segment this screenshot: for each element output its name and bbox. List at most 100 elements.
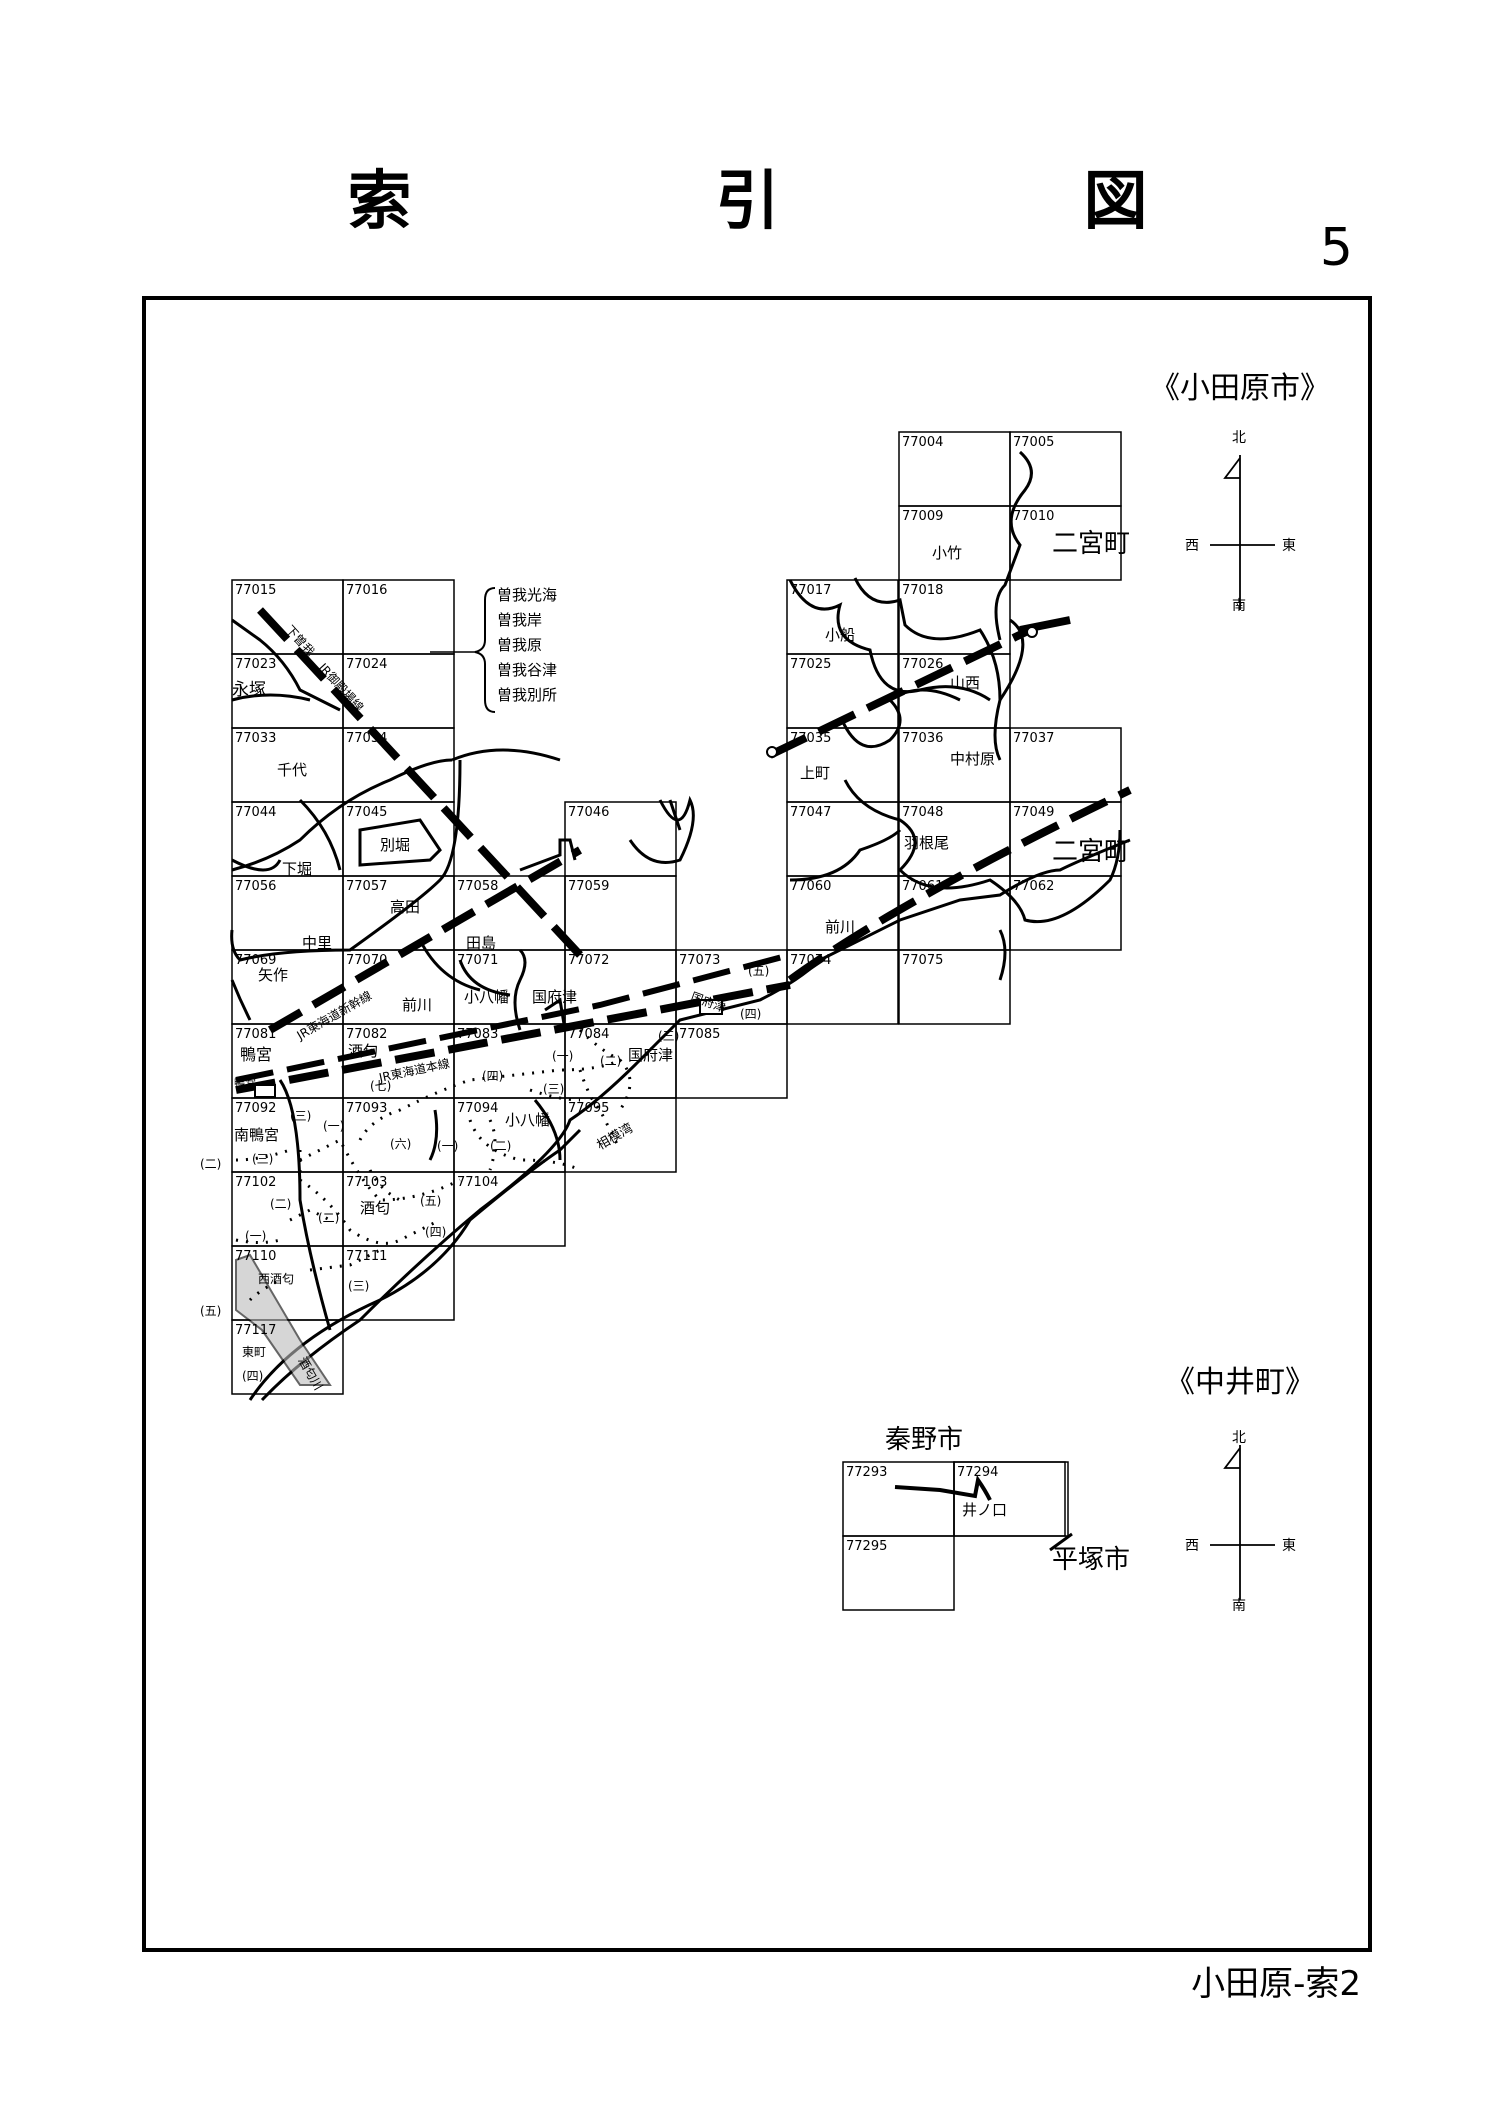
sheet-number: 77016 <box>346 583 387 598</box>
sheet-number: 77092 <box>235 1101 276 1116</box>
map-label: 永塚 <box>232 680 266 700</box>
map-label: 《中井町》 <box>1165 1365 1315 1400</box>
map-sheet-cell[interactable] <box>675 1023 788 1099</box>
sheet-number: 77057 <box>346 879 387 894</box>
map-label: (三) <box>252 1152 273 1166</box>
map-sheet-cell[interactable] <box>342 1245 455 1321</box>
map-label: 田島 <box>466 934 496 952</box>
map-sheet-cell[interactable] <box>953 1461 1069 1537</box>
map-label: 別堀 <box>380 836 410 854</box>
map-label: 西酒匂 <box>258 1272 294 1286</box>
map-label: (六) <box>390 1137 411 1151</box>
map-label: 前川 <box>825 918 855 936</box>
map-label: 中村原 <box>950 750 995 768</box>
map-sheet-cell[interactable] <box>842 1535 955 1611</box>
sheet-number: 77061 <box>902 879 943 894</box>
sheet-number: 77069 <box>235 953 276 968</box>
sheet-number: 77047 <box>790 805 831 820</box>
map-label: (四) <box>740 1007 761 1021</box>
sheet-number: 77023 <box>235 657 276 672</box>
map-label: 平塚市 <box>1052 1545 1130 1575</box>
map-frame <box>142 296 1372 1952</box>
map-label: (七) <box>370 1079 391 1093</box>
sheet-number: 77060 <box>790 879 831 894</box>
map-label: (二) <box>318 1211 339 1225</box>
sheet-number: 77095 <box>568 1101 609 1116</box>
sheet-number: 77025 <box>790 657 831 672</box>
map-label: 中里 <box>302 934 332 952</box>
map-label: (一) <box>437 1139 458 1153</box>
map-label: (二) <box>200 1157 221 1171</box>
page-title: 索 引 図 <box>347 165 1268 239</box>
sheet-number: 77293 <box>846 1465 887 1480</box>
map-label: 小船 <box>825 626 855 644</box>
map-label: (四) <box>482 1069 503 1083</box>
sheet-number: 77117 <box>235 1323 276 1338</box>
map-label: 相模湾 <box>594 1120 636 1153</box>
nakai-boundary <box>894 1474 992 1501</box>
sheet-number: 77094 <box>457 1101 498 1116</box>
map-label: 東 <box>1282 1538 1296 1554</box>
soga-brace <box>474 587 496 713</box>
map-label: 曽我岸 <box>497 611 542 629</box>
sheet-number: 77046 <box>568 805 609 820</box>
compass-rose-nakai <box>1210 1445 1275 1600</box>
sheet-number: 77005 <box>1013 435 1054 450</box>
map-label: 曽我別所 <box>497 686 557 704</box>
sheet-number: 77070 <box>346 953 387 968</box>
sheet-number: 77083 <box>457 1027 498 1042</box>
map-label: 小八幡 <box>464 988 509 1006</box>
map-sheet-cell[interactable] <box>453 1171 566 1247</box>
compass-rose-odawara <box>1210 455 1275 610</box>
map-label: (一) <box>323 1119 344 1133</box>
map-label: 国府津 <box>628 1046 673 1064</box>
map-label: 北 <box>1232 430 1246 446</box>
map-label: (四) <box>242 1369 263 1383</box>
map-label: (三) <box>290 1109 311 1123</box>
map-label: (二) <box>490 1139 511 1153</box>
map-label: 羽根尾 <box>904 834 949 852</box>
sheet-number: 77010 <box>1013 509 1054 524</box>
map-labels: 《小田原市》《中井町》北南西東北南西東曽我光海曽我岸曽我原曽我谷津曽我別所小竹二… <box>200 371 1330 1614</box>
map-label: (二) <box>600 1054 621 1068</box>
map-label: 国府津 <box>532 988 577 1006</box>
map-label: 二宮町 <box>1052 529 1130 559</box>
map-label: 千代 <box>277 761 307 779</box>
map-label: 二宮町 <box>1052 837 1130 867</box>
sheet-number: 77071 <box>457 953 498 968</box>
sheet-number: 77033 <box>235 731 276 746</box>
sheet-number: 77049 <box>1013 805 1054 820</box>
map-label: 酒匂 <box>360 1199 390 1217</box>
map-label: 井ノ口 <box>962 1501 1007 1519</box>
sheet-number: 77062 <box>1013 879 1054 894</box>
sheet-number: 77059 <box>568 879 609 894</box>
sheet-number: 77017 <box>790 583 831 598</box>
map-sheet-cell[interactable] <box>1009 875 1122 951</box>
map-label: 山西 <box>950 674 980 692</box>
map-label: 酒匂 <box>348 1042 378 1060</box>
map-label: 下堀 <box>282 860 312 878</box>
map-label: (一) <box>245 1229 266 1243</box>
map-sheet-cell[interactable] <box>898 949 1011 1025</box>
sheet-number: 77056 <box>235 879 276 894</box>
sheet-number: 77034 <box>346 731 387 746</box>
map-label: (五) <box>748 964 769 978</box>
map-label: 曽我原 <box>497 636 542 654</box>
sheet-number: 77081 <box>235 1027 276 1042</box>
map-label: (三) <box>543 1082 564 1096</box>
map-label: 小八幡 <box>505 1111 550 1129</box>
map-sheet-cell[interactable] <box>564 1097 677 1173</box>
coastline <box>260 838 1131 1402</box>
map-label: 西 <box>1185 538 1199 554</box>
sheet-number: 77009 <box>902 509 943 524</box>
map-label: (三) <box>658 1029 679 1043</box>
map-label: (四) <box>425 1225 446 1239</box>
sheet-number: 77110 <box>235 1249 276 1264</box>
map-label: 東 <box>1282 538 1296 554</box>
map-label: 南 <box>1232 1598 1246 1614</box>
map-sheet-cell[interactable] <box>1009 505 1122 581</box>
sheet-number: 77018 <box>902 583 943 598</box>
sheet-number: 77073 <box>679 953 720 968</box>
